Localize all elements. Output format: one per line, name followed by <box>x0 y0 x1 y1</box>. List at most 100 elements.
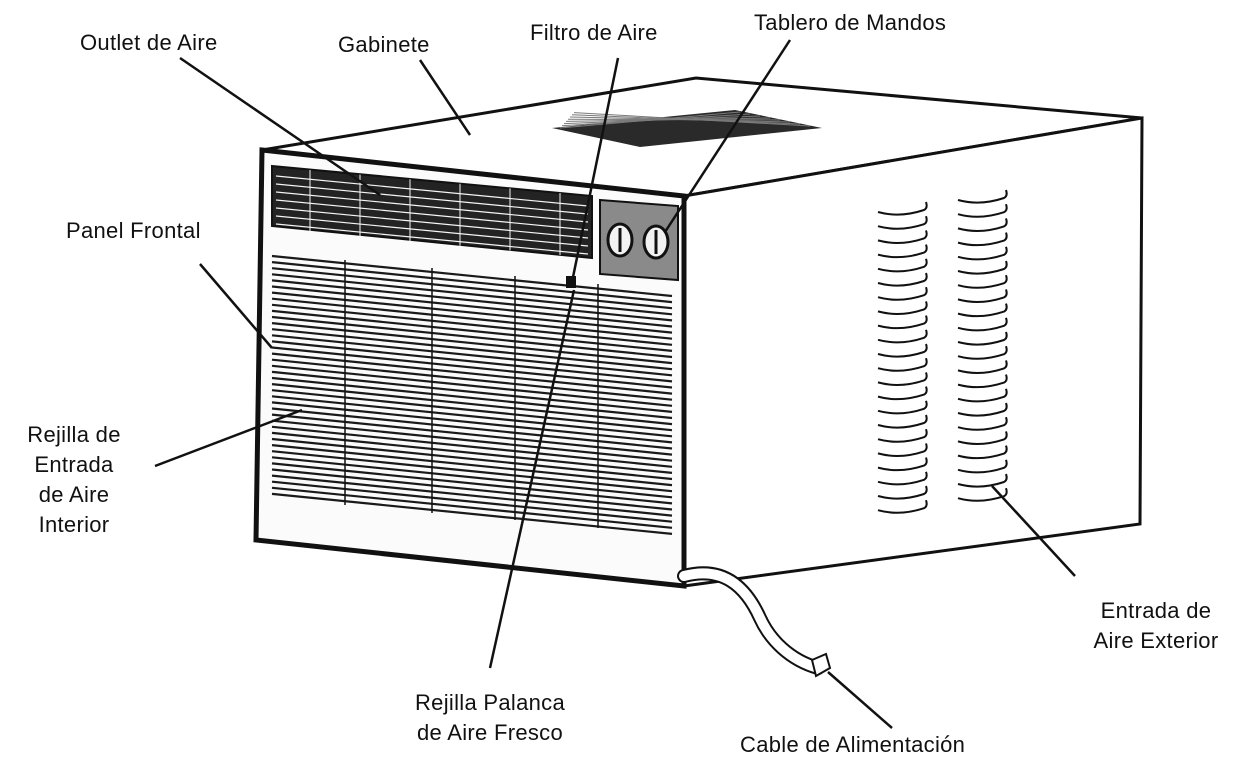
grille-louver <box>271 254 673 298</box>
grille-louver <box>271 480 673 523</box>
side-louver-slot <box>957 388 1008 403</box>
side-louver-slot <box>877 301 928 315</box>
leader-entrada-exterior <box>991 485 1076 577</box>
control-panel <box>599 198 679 282</box>
grille-louver <box>271 346 673 389</box>
label-outlet-de-aire: Outlet de Aire <box>80 30 218 55</box>
side-louver-slot <box>957 360 1008 374</box>
grille-louver <box>271 267 673 310</box>
leader-lines <box>154 39 1076 729</box>
side-louver-slot <box>957 260 1008 275</box>
grille-louver <box>271 474 673 517</box>
grille-louver <box>271 358 673 401</box>
grille-louver <box>271 389 673 432</box>
grille-louver <box>271 370 673 413</box>
grille-louver <box>271 468 673 511</box>
grille-louver <box>271 437 673 481</box>
grille-louver <box>271 273 673 316</box>
grille-louver <box>271 425 673 468</box>
grille-louver <box>271 413 673 456</box>
side-louver-slot <box>957 218 1008 232</box>
control-knob-right <box>642 224 670 260</box>
grille-louver <box>271 303 673 346</box>
grille-dividers <box>344 260 599 528</box>
side-louver-slot <box>877 400 928 415</box>
side-louver-slot <box>877 386 928 401</box>
leader-palanca <box>488 289 576 669</box>
grille-louver <box>271 364 673 407</box>
side-louver-slot <box>957 431 1008 445</box>
grille-louver <box>271 395 673 438</box>
side-louver-slot <box>877 471 928 486</box>
label-entrada-aire-exterior: Entrada de Aire Exterior <box>1093 598 1219 653</box>
indoor-intake-grille <box>271 254 673 535</box>
top-vent-slot <box>573 112 811 127</box>
grille-louver <box>271 431 673 474</box>
side-louver-slot <box>957 189 1008 204</box>
grille-louver <box>271 291 673 334</box>
grille-louver <box>271 309 673 352</box>
side-louver-slot <box>957 289 1008 303</box>
leader-rejilla <box>154 408 303 468</box>
side-louver-slot <box>957 246 1008 261</box>
grille-louver <box>271 279 673 322</box>
side-louver-slot <box>877 244 928 259</box>
side-louver-slot <box>957 402 1008 417</box>
leader-outlet <box>179 56 381 197</box>
label-filtro-de-aire: Filtro de Aire <box>530 20 658 45</box>
side-louver-slot <box>877 414 928 429</box>
outlet-louver <box>275 199 589 231</box>
side-louver-slot <box>957 274 1008 289</box>
grille-louver <box>271 352 673 395</box>
side-louver-slot <box>957 232 1008 247</box>
top-vent-slots <box>559 111 811 129</box>
side-louver-slot <box>877 230 928 244</box>
control-knob-left <box>606 222 634 258</box>
grille-louver <box>271 407 673 450</box>
grille-louver <box>271 328 673 371</box>
side-louver-slot <box>957 445 1008 460</box>
grille-louver <box>271 261 673 304</box>
outlet-louver <box>275 175 589 207</box>
label-panel-frontal: Panel Frontal <box>66 218 201 243</box>
power-cord-plug-end <box>810 652 832 678</box>
grille-louver <box>271 297 673 340</box>
label-tablero-de-mandos: Tablero de Mandos <box>754 10 947 35</box>
leader-cable <box>827 671 893 729</box>
side-louver-slot <box>957 203 1008 218</box>
leader-tablero <box>663 39 792 233</box>
grille-louver <box>271 315 673 359</box>
grille-louver <box>271 456 673 499</box>
outlet-louver <box>275 223 589 255</box>
side-louver-slot <box>877 201 928 216</box>
outlet-louver <box>275 183 589 215</box>
side-louver-slot <box>957 303 1008 318</box>
side-louver-slot <box>877 443 928 457</box>
label-gabinete: Gabinete <box>338 32 430 57</box>
label-rejilla-palanca-aire-fresco: Rejilla Palanca de Aire Fresco <box>414 690 566 745</box>
leader-gabinete <box>418 59 472 136</box>
grille-louver <box>271 334 673 377</box>
side-louver-slot <box>877 357 928 372</box>
air-outlet-louvers <box>275 170 589 255</box>
grille-louver <box>271 376 673 420</box>
side-louver-slot <box>877 343 928 358</box>
side-louver-slot <box>877 258 928 273</box>
side-louver-slot <box>877 315 928 330</box>
outlet-louver <box>275 215 589 247</box>
label-rejilla-entrada-aire-interior: Rejilla de Entrada de Aire Interior <box>27 422 121 537</box>
side-louver-slot <box>877 428 928 443</box>
grille-louver <box>271 492 673 535</box>
leader-panel <box>199 263 273 349</box>
top-vent <box>552 110 822 147</box>
side-louver-slot <box>957 459 1008 474</box>
side-louver-slot <box>877 372 928 386</box>
side-louver-slot <box>877 457 928 472</box>
fresh-air-lever-icon <box>566 276 576 288</box>
side-louver-slot <box>957 345 1008 360</box>
side-louver-slot <box>877 499 928 514</box>
grille-louver <box>271 444 673 487</box>
leader-filtro <box>570 57 620 283</box>
side-louver-slot <box>957 473 1008 488</box>
side-louver-slot <box>957 374 1008 389</box>
